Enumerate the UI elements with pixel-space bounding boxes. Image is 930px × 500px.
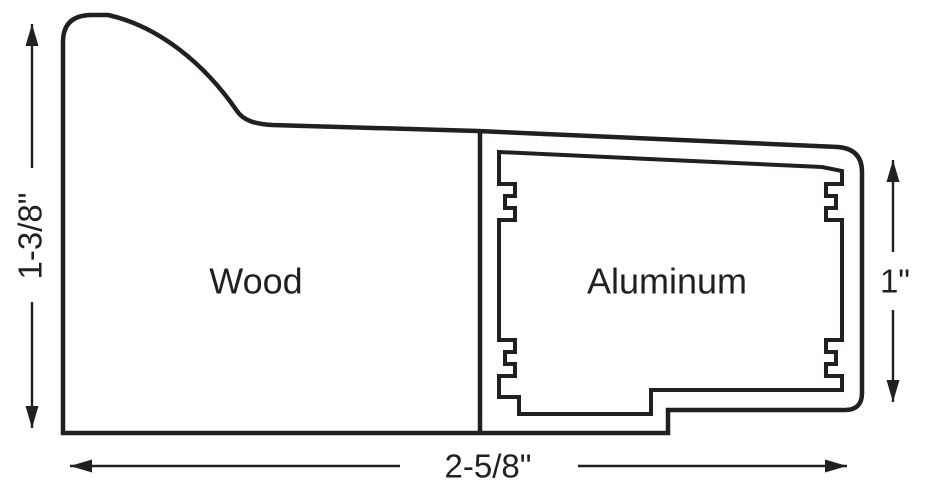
frame-height-dimension-label: 1-3/8" [12, 193, 49, 280]
aluminum-label: Aluminum [587, 261, 747, 302]
frame-width-dimension-label: 2-5/8" [445, 448, 532, 485]
frame-width-dimension-arrow: 2-5/8" [70, 448, 847, 485]
aluminum-height-dimension-label: 1" [880, 263, 910, 300]
aluminum-height-dimension-arrow: 1" [880, 160, 910, 402]
frame-height-dimension-arrow: 1-3/8" [12, 24, 49, 428]
wood-label: Wood [209, 261, 302, 302]
profile-outer-outline [60, 12, 865, 436]
aluminum-inner-channel [497, 149, 844, 416]
